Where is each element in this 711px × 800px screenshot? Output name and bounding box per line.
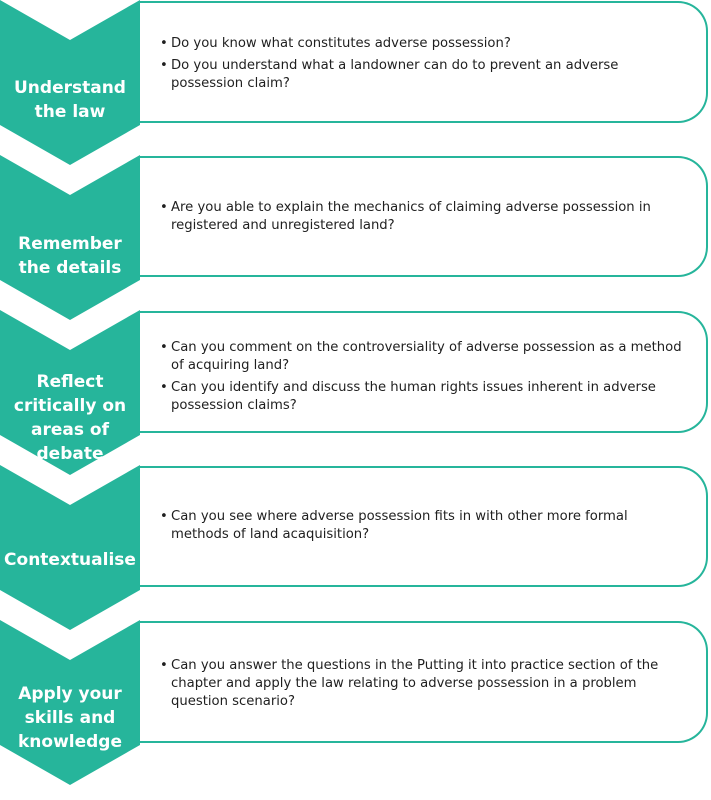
step-2-bullet-list: •Are you able to explain the mechanics o… bbox=[160, 199, 686, 239]
step-1-box: •Do you know what constitutes adverse po… bbox=[140, 1, 708, 123]
step-3-label-line: Reflect bbox=[36, 372, 104, 392]
bullet-dot: • bbox=[160, 658, 168, 673]
step-2-label: Remember the details bbox=[0, 232, 140, 280]
chevron-arrow-4 bbox=[0, 465, 140, 630]
step-1-label: Understand the law bbox=[0, 76, 140, 124]
bullet-dot: • bbox=[160, 58, 168, 73]
bullet-item: •Can you answer the questions in the Put… bbox=[160, 657, 686, 711]
step-1-label-line: the law bbox=[34, 102, 106, 122]
bullet-text: Do you know what constitutes adverse pos… bbox=[171, 36, 511, 51]
step-5-label-line: knowledge bbox=[17, 732, 123, 752]
bullet-dot: • bbox=[160, 200, 168, 215]
bullet-dot: • bbox=[160, 340, 168, 355]
step-5-bullet-list: •Can you answer the questions in the Put… bbox=[160, 657, 686, 715]
step-4-bullet-list: •Can you see where adverse possession fi… bbox=[160, 508, 686, 548]
step-1-bullet-list: •Do you know what constitutes adverse po… bbox=[160, 35, 686, 97]
step-3-label-line: areas of bbox=[31, 420, 109, 440]
chevron-arrow-1 bbox=[0, 0, 140, 165]
bullet-item: •Do you understand what a landowner can … bbox=[160, 57, 686, 93]
step-1-label-line: Understand bbox=[14, 78, 126, 98]
chevron-arrow-2 bbox=[0, 155, 140, 320]
step-4-box: •Can you see where adverse possession fi… bbox=[140, 466, 708, 587]
bullet-item: •Are you able to explain the mechanics o… bbox=[160, 199, 686, 235]
step-5-label-line: Apply your bbox=[18, 684, 122, 704]
chevron-arrow-5 bbox=[0, 620, 140, 785]
step-3-label-line: critically on bbox=[13, 396, 127, 416]
step-3-label-line: debate bbox=[36, 444, 104, 464]
step-3-label: Reflect critically on areas of debate bbox=[0, 370, 140, 466]
bullet-item: •Do you know what constitutes adverse po… bbox=[160, 35, 686, 53]
step-2-label-line: the details bbox=[18, 258, 122, 278]
step-5-box: •Can you answer the questions in the Put… bbox=[140, 621, 708, 743]
chevron-arrow-3 bbox=[0, 310, 140, 475]
step-2-label-line: Remember bbox=[18, 234, 122, 254]
step-3-box: •Can you comment on the controversiality… bbox=[140, 311, 708, 433]
step-4-label-line: Contextualise bbox=[4, 550, 136, 570]
step-2-box: •Are you able to explain the mechanics o… bbox=[140, 156, 708, 277]
step-3-bullet-list: •Can you comment on the controversiality… bbox=[160, 339, 686, 419]
bullet-text: Can you comment on the controversiality … bbox=[171, 340, 682, 373]
bullet-item: •Can you see where adverse possession fi… bbox=[160, 508, 686, 544]
bullet-text: Can you see where adverse possession fit… bbox=[171, 509, 628, 542]
bullet-text: Can you identify and discuss the human r… bbox=[171, 380, 656, 413]
bullet-text: Are you able to explain the mechanics of… bbox=[171, 200, 651, 233]
bullet-dot: • bbox=[160, 509, 168, 524]
step-5-label: Apply your skills and knowledge bbox=[0, 682, 140, 754]
bullet-item: •Can you comment on the controversiality… bbox=[160, 339, 686, 375]
bullet-text: Do you understand what a landowner can d… bbox=[171, 58, 619, 91]
step-5-label-line: skills and bbox=[24, 708, 116, 728]
bullet-dot: • bbox=[160, 380, 168, 395]
bullet-item: •Can you identify and discuss the human … bbox=[160, 379, 686, 415]
bullet-dot: • bbox=[160, 36, 168, 51]
bullet-text: Can you answer the questions in the Putt… bbox=[171, 658, 659, 709]
step-4-label: Contextualise bbox=[0, 548, 140, 572]
